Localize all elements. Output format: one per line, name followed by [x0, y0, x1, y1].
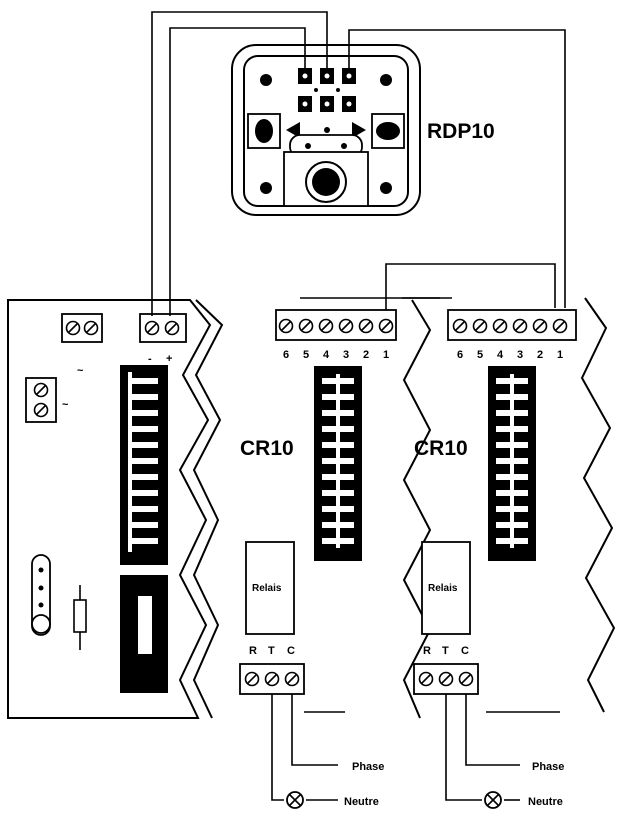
module-2-terminal-1: 1: [557, 349, 563, 361]
module-2-phase-label: Phase: [532, 761, 564, 773]
tilde-label-side: ~: [62, 399, 69, 411]
module-1-terminal-6: 6: [283, 349, 289, 361]
module-1-connector: [314, 366, 362, 561]
wiring: [151, 11, 566, 316]
module-2-terminal-5: 5: [477, 349, 483, 361]
plus-label: +: [166, 353, 172, 365]
module-2-terminal-2: 2: [537, 349, 543, 361]
module-1-lamp-icon: [286, 791, 304, 809]
module-2-relay-label: Relais: [428, 583, 458, 594]
module-2-relay: [421, 541, 471, 635]
module-2-edge: [580, 297, 616, 713]
module-1-c-label: C: [287, 645, 295, 657]
side-terminal-block: [25, 377, 57, 423]
module-2-r-label: R: [423, 645, 431, 657]
cr10-module-1: 6 5 4 3 2 1 CR10 Relais R T C: [239, 309, 397, 809]
cr10-module-2: 6 5 4 3 2 1 CR10 Relais R T C: [413, 309, 577, 809]
module-2-terminal-6: 6: [457, 349, 463, 361]
module-1-terminal-strip: [275, 309, 397, 341]
base-components: [31, 554, 87, 650]
base-connector-strip: [120, 365, 168, 693]
module-1-r-label: R: [249, 645, 257, 657]
module-1-phase-label: Phase: [352, 761, 384, 773]
module-1-neutre-label: Neutre: [344, 796, 379, 808]
module-2-t-label: T: [442, 645, 449, 657]
module-1-edge: [402, 299, 432, 719]
power-terminal-block: [139, 313, 187, 343]
minus-label: -: [148, 353, 152, 365]
module-1-terminal-2: 2: [363, 349, 369, 361]
module-2-c-label: C: [461, 645, 469, 657]
module-1-relay-label: Relais: [252, 583, 282, 594]
base-board: [7, 299, 224, 719]
module-1-rtc-terminal: [239, 663, 305, 695]
module-2-rtc-terminal: [413, 663, 479, 695]
ac-terminal-block: [61, 313, 103, 343]
module-2-lamp-icon: [484, 791, 502, 809]
rdp10-label: RDP10: [427, 120, 495, 143]
module-1-relay: [245, 541, 295, 635]
tilde-label-top: ~: [77, 365, 84, 377]
module-1-t-label: T: [268, 645, 275, 657]
module-2-terminal-4: 4: [497, 349, 504, 361]
module-1-terminal-4: 4: [323, 349, 330, 361]
module-2-neutre-label: Neutre: [528, 796, 563, 808]
module-1-terminal-1: 1: [383, 349, 389, 361]
rdp10-device: [231, 44, 421, 216]
module-1-terminal-5: 5: [303, 349, 309, 361]
module-2-terminal-3: 3: [517, 349, 523, 361]
module-2-terminal-strip: [447, 309, 577, 341]
module-1-title: CR10: [240, 437, 294, 460]
module-1-terminal-3: 3: [343, 349, 349, 361]
module-2-title: CR10: [414, 437, 468, 460]
module-2-connector: [488, 366, 536, 561]
